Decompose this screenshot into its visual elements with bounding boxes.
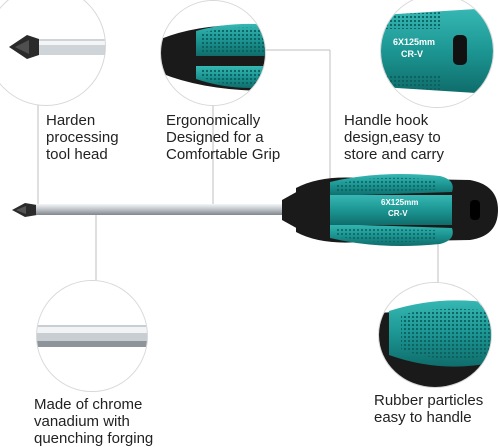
caption-line: Rubber particles	[374, 392, 484, 409]
caption-line: tool head	[46, 146, 108, 163]
caption-line: Comfortable Grip	[166, 146, 281, 163]
caption-line: Harden	[46, 112, 96, 129]
tip-closeup	[0, 0, 106, 106]
caption-line: quenching forging	[34, 430, 154, 447]
handle-material-marking: CR-V	[388, 209, 408, 218]
caption-line: processing	[46, 129, 119, 146]
caption-hook: Handle hook design,easy to store and car…	[344, 112, 444, 163]
screwdriver-image	[12, 174, 498, 246]
rubber-detail-image	[379, 283, 491, 387]
hook-material-marking: CR-V	[401, 49, 423, 59]
caption-line: design,easy to	[344, 129, 441, 146]
caption-shaft: Made of chrome vanadium with quenching f…	[34, 396, 153, 447]
phillips-tip-icon	[9, 35, 105, 59]
hook-size-marking: 6X125mm	[393, 37, 435, 47]
caption-line: vanadium with	[34, 413, 130, 430]
caption-tool-head: Harden processing tool head	[46, 112, 119, 163]
grip-closeup	[160, 0, 266, 106]
shaft-closeup	[36, 280, 148, 392]
handle-size-marking: 6X125mm	[381, 198, 418, 207]
rubber-closeup	[378, 282, 492, 388]
hook-detail-image: 6X125mm CR-V	[381, 0, 493, 107]
caption-line: easy to handle	[374, 409, 472, 426]
caption-line: Ergonomically	[166, 112, 261, 129]
shaft-detail-image	[37, 281, 147, 391]
hook-closeup: 6X125mm CR-V	[380, 0, 494, 108]
caption-line: Designed for a	[166, 129, 264, 146]
caption-rubber: Rubber particles easy to handle	[374, 392, 483, 426]
caption-line: Handle hook	[344, 112, 429, 129]
caption-grip: Ergonomically Designed for a Comfortable…	[166, 112, 280, 163]
caption-line: Made of chrome	[34, 396, 143, 413]
caption-line: store and carry	[344, 146, 445, 163]
grip-detail-image	[161, 1, 265, 105]
